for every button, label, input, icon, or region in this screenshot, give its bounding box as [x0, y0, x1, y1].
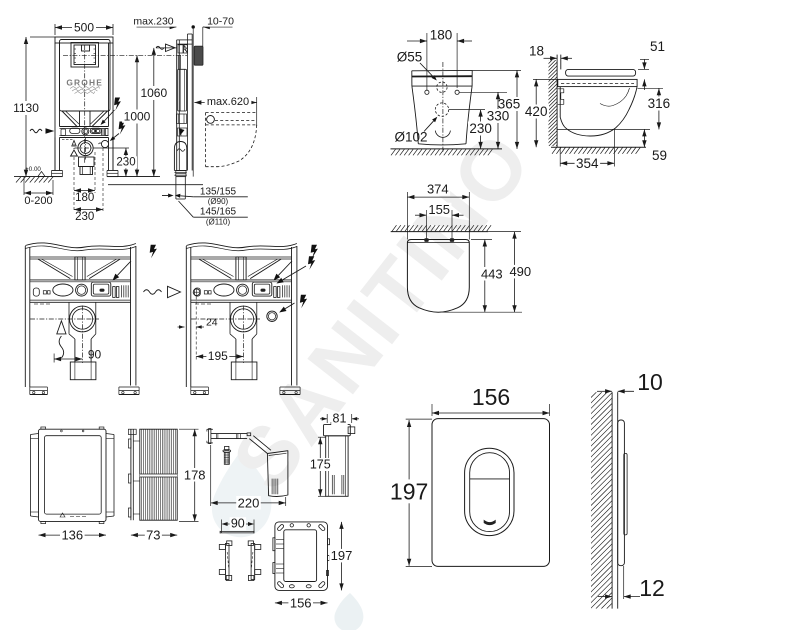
svg-text:220: 220: [238, 495, 260, 510]
svg-text:59: 59: [652, 148, 667, 163]
svg-text:18: 18: [529, 44, 544, 59]
svg-text:GROHE: GROHE: [66, 78, 103, 88]
svg-text:443: 443: [481, 266, 503, 281]
svg-text:51: 51: [650, 39, 665, 54]
svg-text:195: 195: [208, 349, 228, 363]
svg-text:24: 24: [206, 317, 218, 329]
svg-text:1130: 1130: [13, 101, 39, 115]
svg-text:145/165: 145/165: [200, 206, 237, 217]
svg-text:365: 365: [498, 97, 521, 112]
svg-text:156: 156: [472, 384, 510, 410]
svg-text:230: 230: [116, 156, 135, 168]
svg-text:0-200: 0-200: [24, 195, 52, 207]
svg-text:175: 175: [310, 458, 331, 472]
svg-text:180: 180: [430, 28, 453, 43]
svg-text:374: 374: [427, 182, 449, 197]
svg-text:Ø55: Ø55: [397, 50, 423, 65]
svg-text:500: 500: [74, 20, 94, 34]
svg-text:230: 230: [75, 211, 94, 223]
svg-text:73: 73: [146, 528, 160, 543]
svg-text:Ø102: Ø102: [394, 130, 427, 145]
svg-text:1000: 1000: [124, 110, 151, 124]
svg-text:178: 178: [184, 467, 206, 482]
svg-text:(Ø110): (Ø110): [206, 217, 231, 226]
svg-text:90: 90: [231, 517, 245, 531]
svg-text:12: 12: [639, 575, 665, 601]
svg-text:+0.00: +0.00: [25, 166, 41, 173]
svg-text:136: 136: [61, 528, 83, 543]
svg-text:490: 490: [509, 264, 531, 279]
svg-text:(Ø90): (Ø90): [208, 197, 229, 206]
svg-text:330: 330: [487, 109, 510, 124]
svg-text:max.620: max.620: [207, 96, 249, 108]
svg-text:420: 420: [525, 104, 548, 119]
svg-text:max.230: max.230: [133, 15, 173, 27]
svg-text:180: 180: [75, 192, 94, 204]
svg-text:197: 197: [331, 548, 353, 563]
svg-text:197: 197: [390, 478, 428, 504]
svg-text:316: 316: [648, 96, 671, 111]
svg-text:81: 81: [333, 412, 347, 426]
svg-text:156: 156: [290, 595, 312, 610]
svg-text:1060: 1060: [140, 86, 167, 100]
svg-text:10-70: 10-70: [207, 15, 234, 27]
svg-text:354: 354: [576, 156, 599, 171]
svg-text:10: 10: [637, 369, 663, 395]
svg-text:155: 155: [428, 202, 450, 217]
svg-text:135/155: 135/155: [200, 186, 237, 197]
svg-text:90: 90: [88, 347, 102, 361]
svg-text:230: 230: [469, 121, 492, 136]
